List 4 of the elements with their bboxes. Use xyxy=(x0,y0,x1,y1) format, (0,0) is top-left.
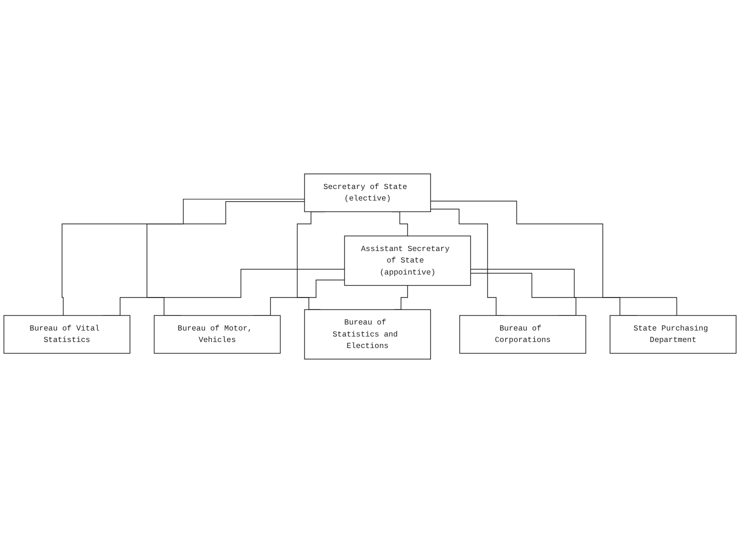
connector xyxy=(62,198,305,316)
connector xyxy=(146,201,305,316)
connector xyxy=(470,268,678,316)
connector xyxy=(470,272,576,316)
